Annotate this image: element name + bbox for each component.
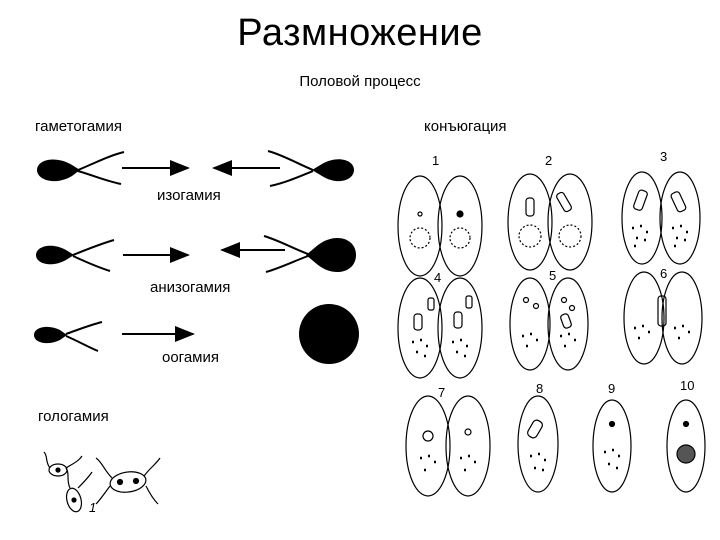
anisogamy-label: анизогамия bbox=[150, 279, 231, 296]
anisogamy-small-gamete-icon bbox=[36, 239, 115, 272]
stage-number: 8 bbox=[536, 381, 543, 396]
oogamy-sperm-icon bbox=[34, 321, 103, 352]
isogamy-label: изогамия bbox=[157, 187, 221, 204]
paramecium-cell-stage-9 bbox=[592, 399, 632, 493]
hologamy-drawing bbox=[43, 451, 161, 513]
conjugation-diagram bbox=[397, 171, 706, 497]
paramecium-pair-stage-2 bbox=[507, 173, 593, 271]
hologamy-figure-number: 1 bbox=[89, 500, 96, 515]
stage-number: 9 bbox=[608, 381, 615, 396]
paramecium-cell-stage-8 bbox=[517, 395, 559, 493]
stage-number: 2 bbox=[545, 153, 552, 168]
stage-number: 7 bbox=[438, 385, 445, 400]
stage-number: 6 bbox=[660, 266, 667, 281]
isogamy-left-gamete-icon bbox=[37, 151, 125, 185]
conjugation-label: конъюгация bbox=[424, 118, 507, 135]
conjugation-stage-numbers: 1 2 3 4 5 6 7 8 9 10 bbox=[432, 149, 694, 400]
stage-number: 1 bbox=[432, 153, 439, 168]
hologamy-label: гологамия bbox=[38, 408, 109, 425]
page-subtitle: Половой процесс bbox=[299, 73, 421, 90]
gametogamy-label: гаметогамия bbox=[35, 118, 122, 135]
stage-number: 5 bbox=[549, 268, 556, 283]
page-title: Размножение bbox=[237, 12, 483, 54]
paramecium-pair-stage-1 bbox=[397, 175, 483, 277]
anisogamy-large-gamete-icon bbox=[263, 235, 356, 273]
egg-cell-icon bbox=[299, 304, 359, 364]
paramecium-pair-stage-6 bbox=[623, 271, 703, 365]
paramecium-pair-stage-7 bbox=[405, 395, 491, 497]
paramecium-pair-stage-3 bbox=[621, 171, 701, 265]
paramecium-pair-stage-5 bbox=[509, 277, 589, 371]
stage-number: 3 bbox=[660, 149, 667, 164]
paramecium-pair-stage-4 bbox=[397, 277, 483, 379]
paramecium-cell-stage-10 bbox=[666, 399, 706, 493]
stage-number: 4 bbox=[434, 270, 441, 285]
stage-number: 10 bbox=[680, 378, 694, 393]
isogamy-right-gamete-icon bbox=[267, 150, 354, 187]
oogamy-label: оогамия bbox=[162, 349, 219, 366]
